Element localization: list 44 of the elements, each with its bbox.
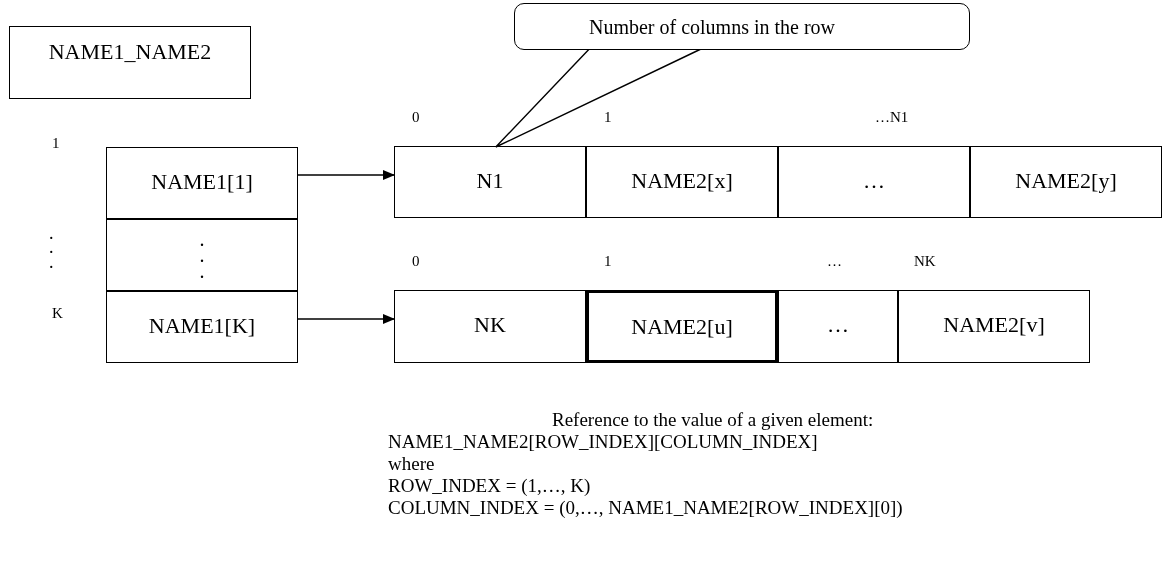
index-label: K — [52, 306, 63, 321]
cell-text: NAME1[K] — [148, 315, 256, 337]
cell-text: NAME2[v] — [943, 314, 1045, 336]
array-cell — [106, 291, 298, 363]
cell-text: N1 — [476, 170, 504, 192]
array-cell — [106, 219, 298, 291]
note-text: NAME1_NAME2[ROW_INDEX][COLUMN_INDEX] — [388, 432, 818, 451]
vertical-ellipsis: ... — [49, 226, 55, 270]
index-label: … — [827, 254, 842, 269]
array-cell — [586, 146, 778, 218]
title-box — [9, 26, 251, 99]
callout-pointer — [495, 48, 702, 148]
array-cell — [970, 146, 1162, 218]
cell-text: NAME2[x] — [631, 170, 733, 192]
array-cell — [778, 146, 970, 218]
array-cell — [898, 290, 1090, 363]
cell-text: … — [863, 170, 885, 192]
cell-text: NAME2[u] — [631, 316, 733, 338]
cell-text: … — [827, 314, 849, 336]
note-text: COLUMN_INDEX = (0,…, NAME1_NAME2[ROW_INDEX][0]) — [388, 498, 903, 517]
cell-text: NAME2[y] — [1015, 170, 1117, 192]
arrow — [297, 314, 395, 324]
callout-bubble — [514, 3, 970, 50]
index-label: 1 — [604, 110, 612, 125]
note-text: ROW_INDEX = (1,…, K) — [388, 476, 591, 495]
index-label: NK — [914, 254, 936, 269]
index-label: 1 — [604, 254, 612, 269]
vertical-ellipsis: ... — [199, 231, 205, 279]
index-label: …N1 — [875, 110, 909, 125]
callout-text: Number of columns in the row — [588, 17, 836, 37]
array-cell — [394, 290, 586, 363]
cell-text: NAME1[1] — [151, 171, 253, 193]
index-label: 0 — [412, 110, 420, 125]
index-label: 1 — [52, 136, 60, 151]
cell-text: NAME1_NAME2 — [48, 41, 212, 63]
array-cell — [778, 290, 898, 363]
note-text: where — [388, 454, 435, 473]
index-label: 0 — [412, 254, 420, 269]
array-cell — [586, 290, 778, 363]
arrow — [297, 170, 395, 180]
array-cell — [106, 147, 298, 219]
note-text: Reference to the value of a given element: — [552, 410, 874, 429]
array-cell — [394, 146, 586, 218]
cell-text: NK — [474, 314, 506, 336]
